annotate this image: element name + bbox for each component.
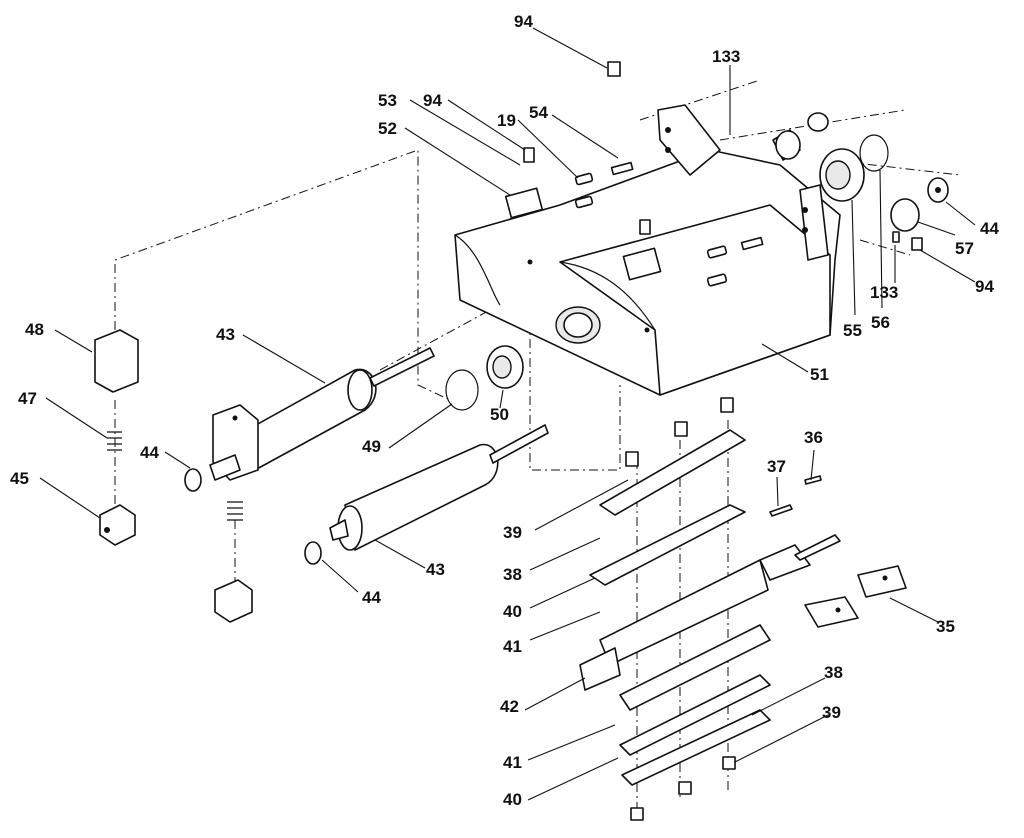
- callout-47: 47: [18, 389, 37, 408]
- callout-48: 48: [25, 320, 44, 339]
- callout-36: 36: [804, 428, 823, 447]
- callout-40-lower: 40: [503, 790, 522, 809]
- callout-52: 52: [378, 119, 397, 138]
- callout-94-top: 94: [514, 12, 533, 31]
- callout-94-right: 94: [975, 277, 994, 296]
- callout-39-lower: 39: [822, 703, 841, 722]
- callout-133-top: 133: [712, 47, 740, 66]
- callout-56: 56: [871, 313, 890, 332]
- callout-44-left: 44: [140, 443, 159, 462]
- callout-49: 49: [362, 437, 381, 456]
- callout-37: 37: [767, 457, 786, 476]
- callout-41-upper: 41: [503, 637, 522, 656]
- knives-and-pins: [769, 475, 907, 628]
- callout-38-upper: 38: [503, 565, 522, 584]
- callout-39-upper: 39: [503, 523, 522, 542]
- callout-40-upper: 40: [503, 602, 522, 621]
- callout-51: 51: [810, 365, 829, 384]
- callout-54: 54: [529, 103, 548, 122]
- callout-43-lower: 43: [426, 560, 445, 579]
- lower-roller: [329, 424, 549, 551]
- callout-19: 19: [497, 111, 516, 130]
- callout-133-right: 133: [870, 283, 898, 302]
- callout-38-lower: 38: [824, 663, 843, 682]
- callouts: 94 133 53 94 52 19 54 44 57 94 133 55 56…: [10, 12, 999, 809]
- end-blocks-and-springs: [94, 329, 322, 623]
- callout-57: 57: [955, 239, 974, 258]
- callout-55: 55: [843, 321, 862, 340]
- callout-45: 45: [10, 469, 29, 488]
- callout-94-mid: 94: [423, 91, 442, 110]
- callout-53: 53: [378, 91, 397, 110]
- bearing-and-ring: [445, 345, 524, 411]
- callout-50: 50: [490, 405, 509, 424]
- upper-roller: [209, 347, 435, 481]
- callout-43-upper: 43: [216, 325, 235, 344]
- housing-brackets: [504, 104, 829, 281]
- callout-41-lower: 41: [503, 753, 522, 772]
- housing-screws: [523, 61, 764, 287]
- callout-44-bottom: 44: [362, 588, 381, 607]
- callout-44-right: 44: [980, 219, 999, 238]
- leader-lines: [39, 27, 976, 801]
- right-bearing-set: [772, 112, 949, 251]
- callout-35: 35: [936, 617, 955, 636]
- cutter-head: [579, 397, 841, 821]
- callout-42: 42: [500, 697, 519, 716]
